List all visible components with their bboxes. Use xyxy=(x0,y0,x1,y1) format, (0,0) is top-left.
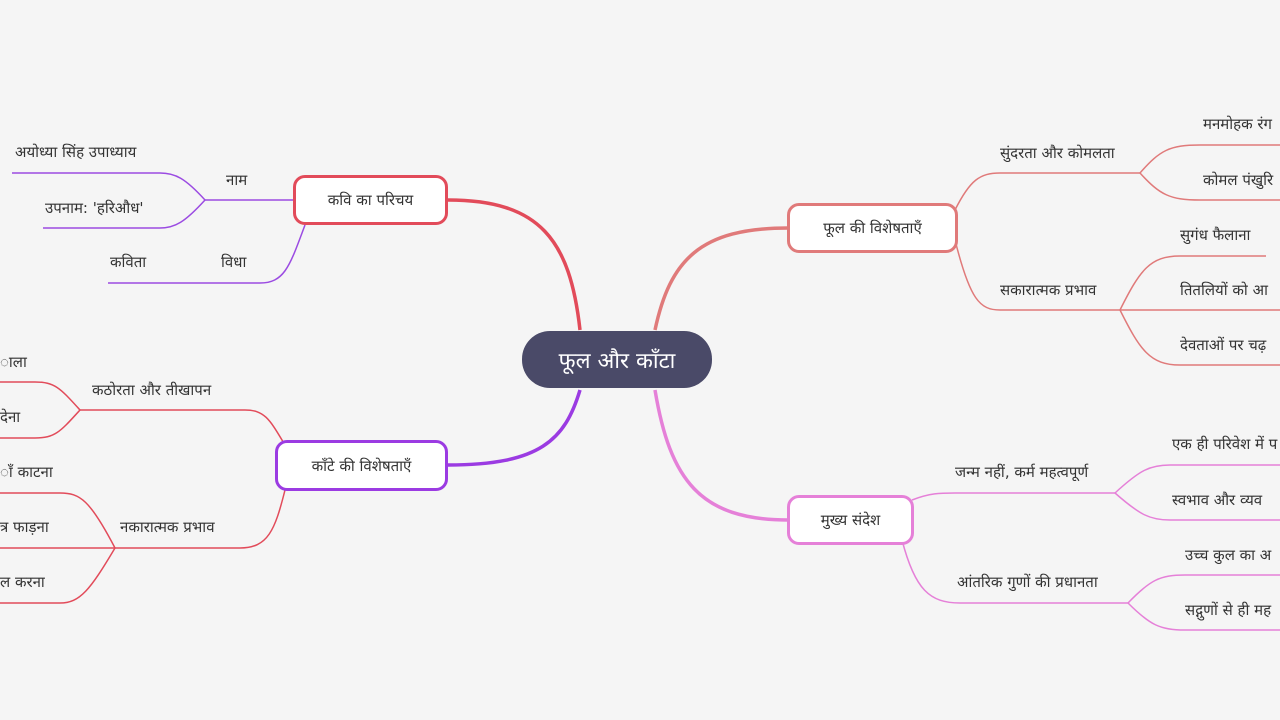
node-negative-item-1[interactable]: ाँ काटना xyxy=(0,463,53,481)
node-thorn-features[interactable]: काँटे की विशेषताएँ xyxy=(275,440,448,491)
node-negative-item-2[interactable]: त्र फाड़ना xyxy=(0,518,49,536)
node-karma-item-1[interactable]: एक ही परिवेश में प xyxy=(1172,435,1278,453)
node-positive-item-3[interactable]: देवताओं पर चढ़ xyxy=(1180,336,1267,354)
node-genre-item-1[interactable]: कविता xyxy=(110,253,147,271)
node-negative-item-3[interactable]: ल करना xyxy=(0,573,45,591)
node-inner-item-2[interactable]: सद्गुणों से ही मह xyxy=(1185,601,1272,619)
edge-root-flower xyxy=(653,226,789,331)
node-flower-features[interactable]: फूल की विशेषताएँ xyxy=(787,203,958,253)
node-positive-item-2[interactable]: तितलियों को आ xyxy=(1180,281,1268,299)
node-karma[interactable]: जन्म नहीं, कर्म महत्वपूर्ण xyxy=(955,463,1089,481)
node-karma-item-2[interactable]: स्वभाव और व्यव xyxy=(1172,491,1263,509)
node-hardness[interactable]: कठोरता और तीखापन xyxy=(92,381,212,399)
node-beauty-item-1[interactable]: मनमोहक रंग xyxy=(1203,115,1272,133)
node-hardness-item-2[interactable]: देना xyxy=(0,408,21,426)
node-name-item-2[interactable]: उपनाम: 'हरिऔध' xyxy=(45,199,144,217)
node-beauty[interactable]: सुंदरता और कोमलता xyxy=(1000,144,1115,162)
node-poet-intro[interactable]: कवि का परिचय xyxy=(293,175,448,225)
edge-root-message xyxy=(653,389,789,522)
node-hardness-item-1[interactable]: ाला xyxy=(0,353,27,371)
node-name-item-1[interactable]: अयोध्या सिंह उपाध्याय xyxy=(15,143,137,161)
node-beauty-item-2[interactable]: कोमल पंखुरि xyxy=(1203,171,1274,189)
node-name[interactable]: नाम xyxy=(226,171,248,189)
node-main-message[interactable]: मुख्य संदेश xyxy=(787,495,914,545)
edge-root-thorn xyxy=(447,389,582,467)
node-positive[interactable]: सकारात्मक प्रभाव xyxy=(1000,281,1097,299)
edge-root-poet xyxy=(447,198,582,331)
node-inner[interactable]: आंतरिक गुणों की प्रधानता xyxy=(957,573,1098,591)
node-positive-item-1[interactable]: सुगंध फैलाना xyxy=(1180,226,1251,244)
node-inner-item-1[interactable]: उच्च कुल का अ xyxy=(1185,546,1272,564)
root-node[interactable]: फूल और काँटा xyxy=(522,331,712,388)
node-genre[interactable]: विधा xyxy=(221,253,247,271)
node-negative[interactable]: नकारात्मक प्रभाव xyxy=(120,518,215,536)
